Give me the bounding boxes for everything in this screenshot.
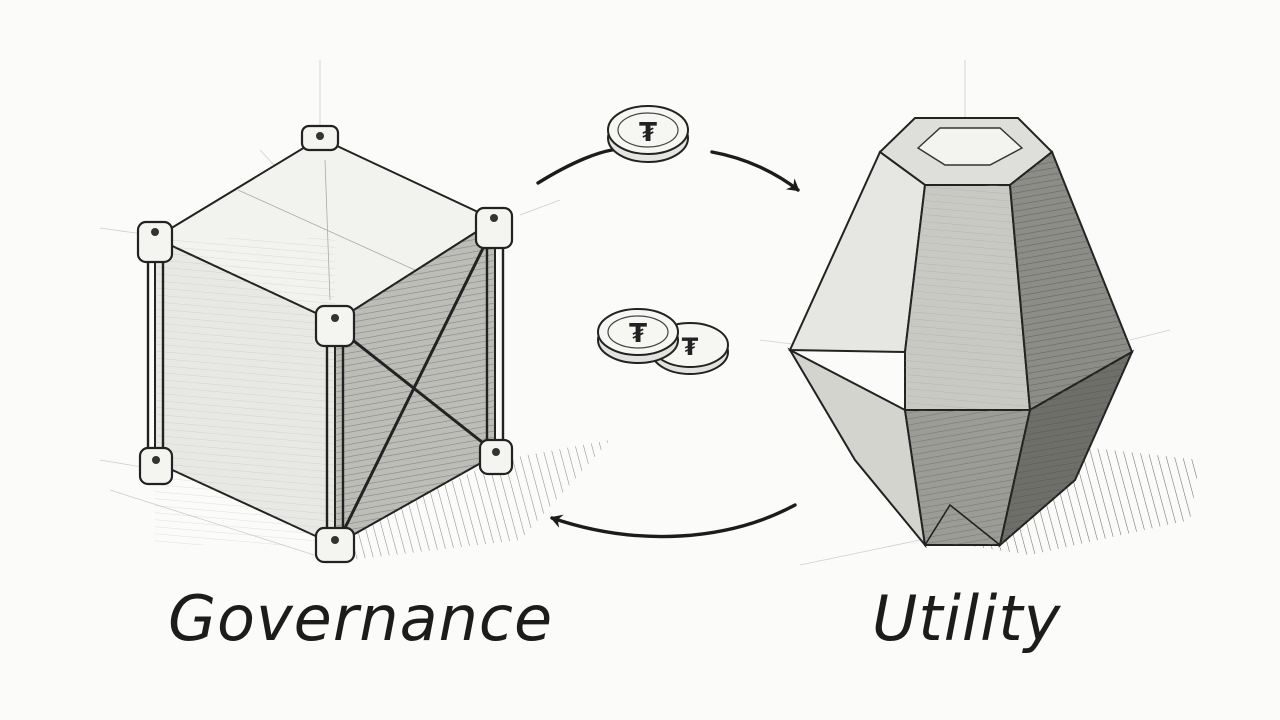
arrow-top-tail: [536, 148, 614, 185]
coin-glyph: ₮: [629, 319, 647, 349]
arrow-governance-to-utility: [710, 150, 800, 192]
arrow-utility-to-governance: [550, 503, 797, 539]
coin-glyph: ₮: [682, 333, 699, 361]
governance-cube: [99, 60, 610, 564]
cube-corner-nodes: [136, 124, 514, 564]
utility-label: Utility: [872, 582, 1062, 655]
governance-label: Governance: [168, 582, 554, 655]
cube-shadow: [340, 440, 610, 560]
coin-glyph: ₮: [639, 118, 657, 148]
utility-crystal: [759, 60, 1200, 566]
coin-pair: ₮ ₮: [597, 308, 729, 375]
coin-top: ₮: [607, 105, 689, 163]
